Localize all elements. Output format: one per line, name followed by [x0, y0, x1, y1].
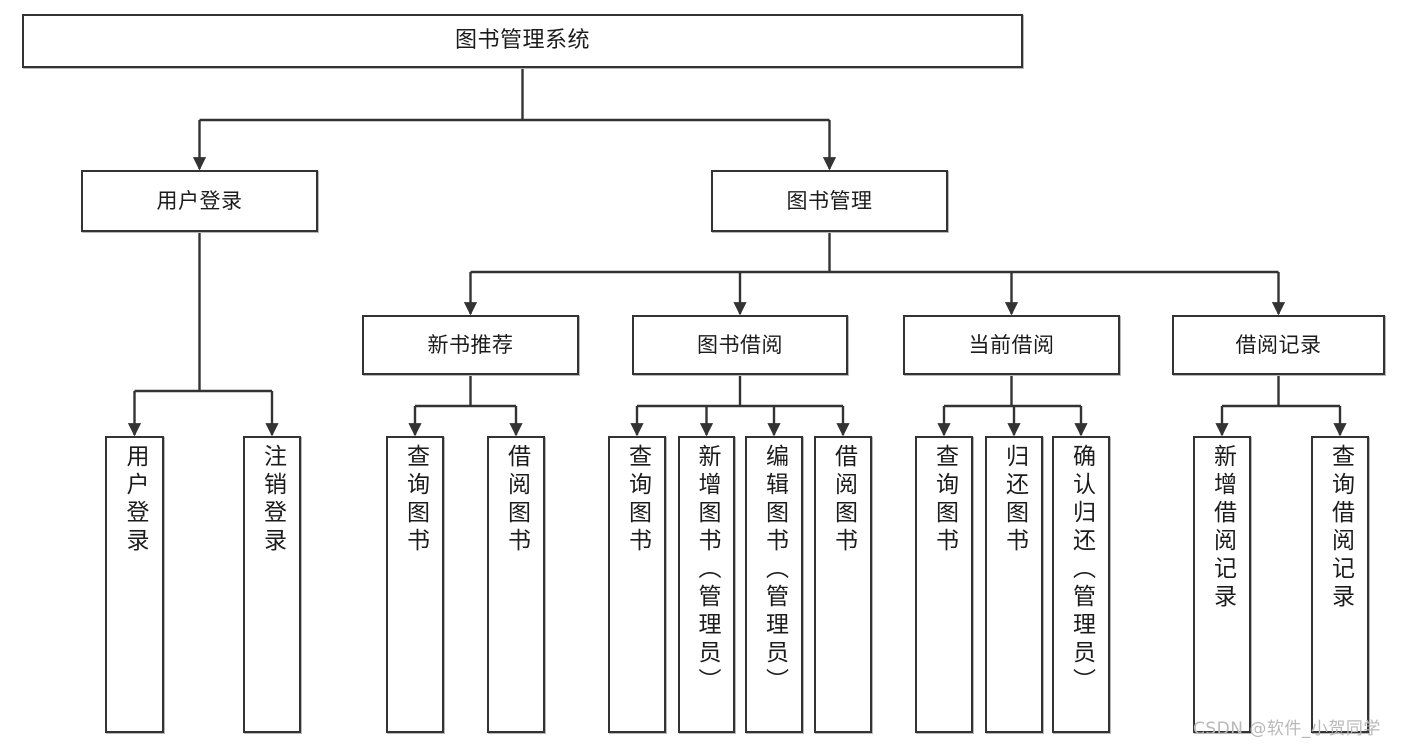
- node-label: 用户登录: [156, 188, 243, 213]
- csdn-watermark: CSDN @软件_小贺同学: [1193, 719, 1381, 739]
- node-label: 图书借阅: [697, 332, 783, 357]
- node-leaf-bor-2[interactable]: 新增图书（管理员）: [678, 436, 735, 733]
- node-label: 当前借阅: [968, 332, 1055, 357]
- node-leaf-cur-1[interactable]: 查询图书: [915, 436, 973, 733]
- node-label: 归还图书: [1001, 444, 1028, 556]
- node-leaf-cur-3[interactable]: 确认归还（管理员）: [1052, 436, 1110, 733]
- node-leaf-rec-2[interactable]: 查询借阅记录: [1311, 436, 1369, 733]
- node-records[interactable]: 借阅记录: [1172, 315, 1385, 375]
- node-label: 借阅图书: [503, 444, 530, 556]
- node-label: 查询图书: [624, 444, 651, 556]
- node-borrow[interactable]: 图书借阅: [632, 315, 848, 375]
- node-label: 借阅图书: [830, 444, 857, 556]
- node-login[interactable]: 用户登录: [81, 170, 318, 232]
- node-label: 查询图书: [402, 444, 429, 556]
- node-label: 查询借阅记录: [1327, 444, 1354, 612]
- node-leaf-bor-4[interactable]: 借阅图书: [814, 436, 872, 733]
- node-newbook[interactable]: 新书推荐: [362, 315, 579, 375]
- node-label: 新增借阅记录: [1209, 444, 1236, 612]
- node-leaf-bor-1[interactable]: 查询图书: [608, 436, 666, 733]
- node-label: 用户登录: [122, 444, 148, 556]
- node-current[interactable]: 当前借阅: [903, 315, 1120, 375]
- node-leaf-login-1[interactable]: 用户登录: [105, 436, 164, 733]
- node-label: 图书管理系统: [454, 28, 590, 54]
- node-leaf-login-2[interactable]: 注销登录: [243, 436, 301, 733]
- node-label: 新书推荐: [427, 332, 514, 357]
- node-label: 查询图书: [931, 444, 958, 556]
- node-leaf-bor-3[interactable]: 编辑图书（管理员）: [745, 436, 803, 733]
- node-leaf-new-2[interactable]: 借阅图书: [487, 436, 545, 733]
- node-label: 编辑图书（管理员）: [761, 444, 788, 696]
- node-label: 新增图书（管理员）: [694, 444, 720, 696]
- node-label: 注销登录: [259, 444, 286, 556]
- node-label: 借阅记录: [1235, 332, 1322, 357]
- node-leaf-rec-1[interactable]: 新增借阅记录: [1193, 436, 1251, 733]
- node-leaf-new-1[interactable]: 查询图书: [386, 436, 444, 733]
- node-leaf-cur-2[interactable]: 归还图书: [985, 436, 1043, 733]
- node-bookmgmt[interactable]: 图书管理: [711, 170, 948, 232]
- node-label: 确认归还（管理员）: [1068, 444, 1095, 696]
- node-root[interactable]: 图书管理系统: [22, 14, 1023, 68]
- node-label: 图书管理: [786, 188, 873, 213]
